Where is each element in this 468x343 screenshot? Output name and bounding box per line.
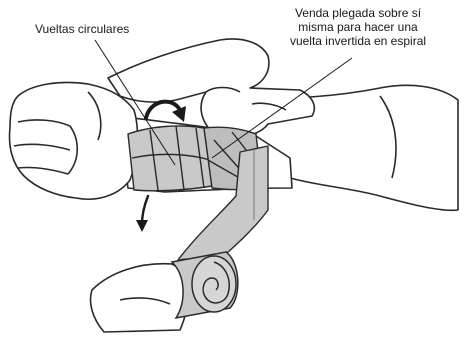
label-folded-bandage-line-3: vuelta invertida en espiral	[289, 34, 427, 48]
label-folded-bandage: Venda plegada sobre sí misma para hacer …	[268, 6, 448, 48]
leader-line-circular-turns	[94, 39, 176, 166]
fist	[8, 81, 139, 200]
label-folded-bandage-line-1: Venda plegada sobre sí	[294, 6, 422, 20]
leader-line-folded-bandage	[211, 57, 353, 159]
circular-bandage-turns	[127, 125, 213, 192]
label-folded-bandage-line-2: misma para hacer una	[298, 20, 418, 34]
leader-lines	[94, 39, 353, 166]
label-circular-turns: Vueltas circulares	[35, 22, 130, 36]
bandage-roll	[170, 251, 239, 320]
helper-upper-hand	[107, 38, 316, 138]
rotation-arrow-icon	[136, 99, 186, 232]
